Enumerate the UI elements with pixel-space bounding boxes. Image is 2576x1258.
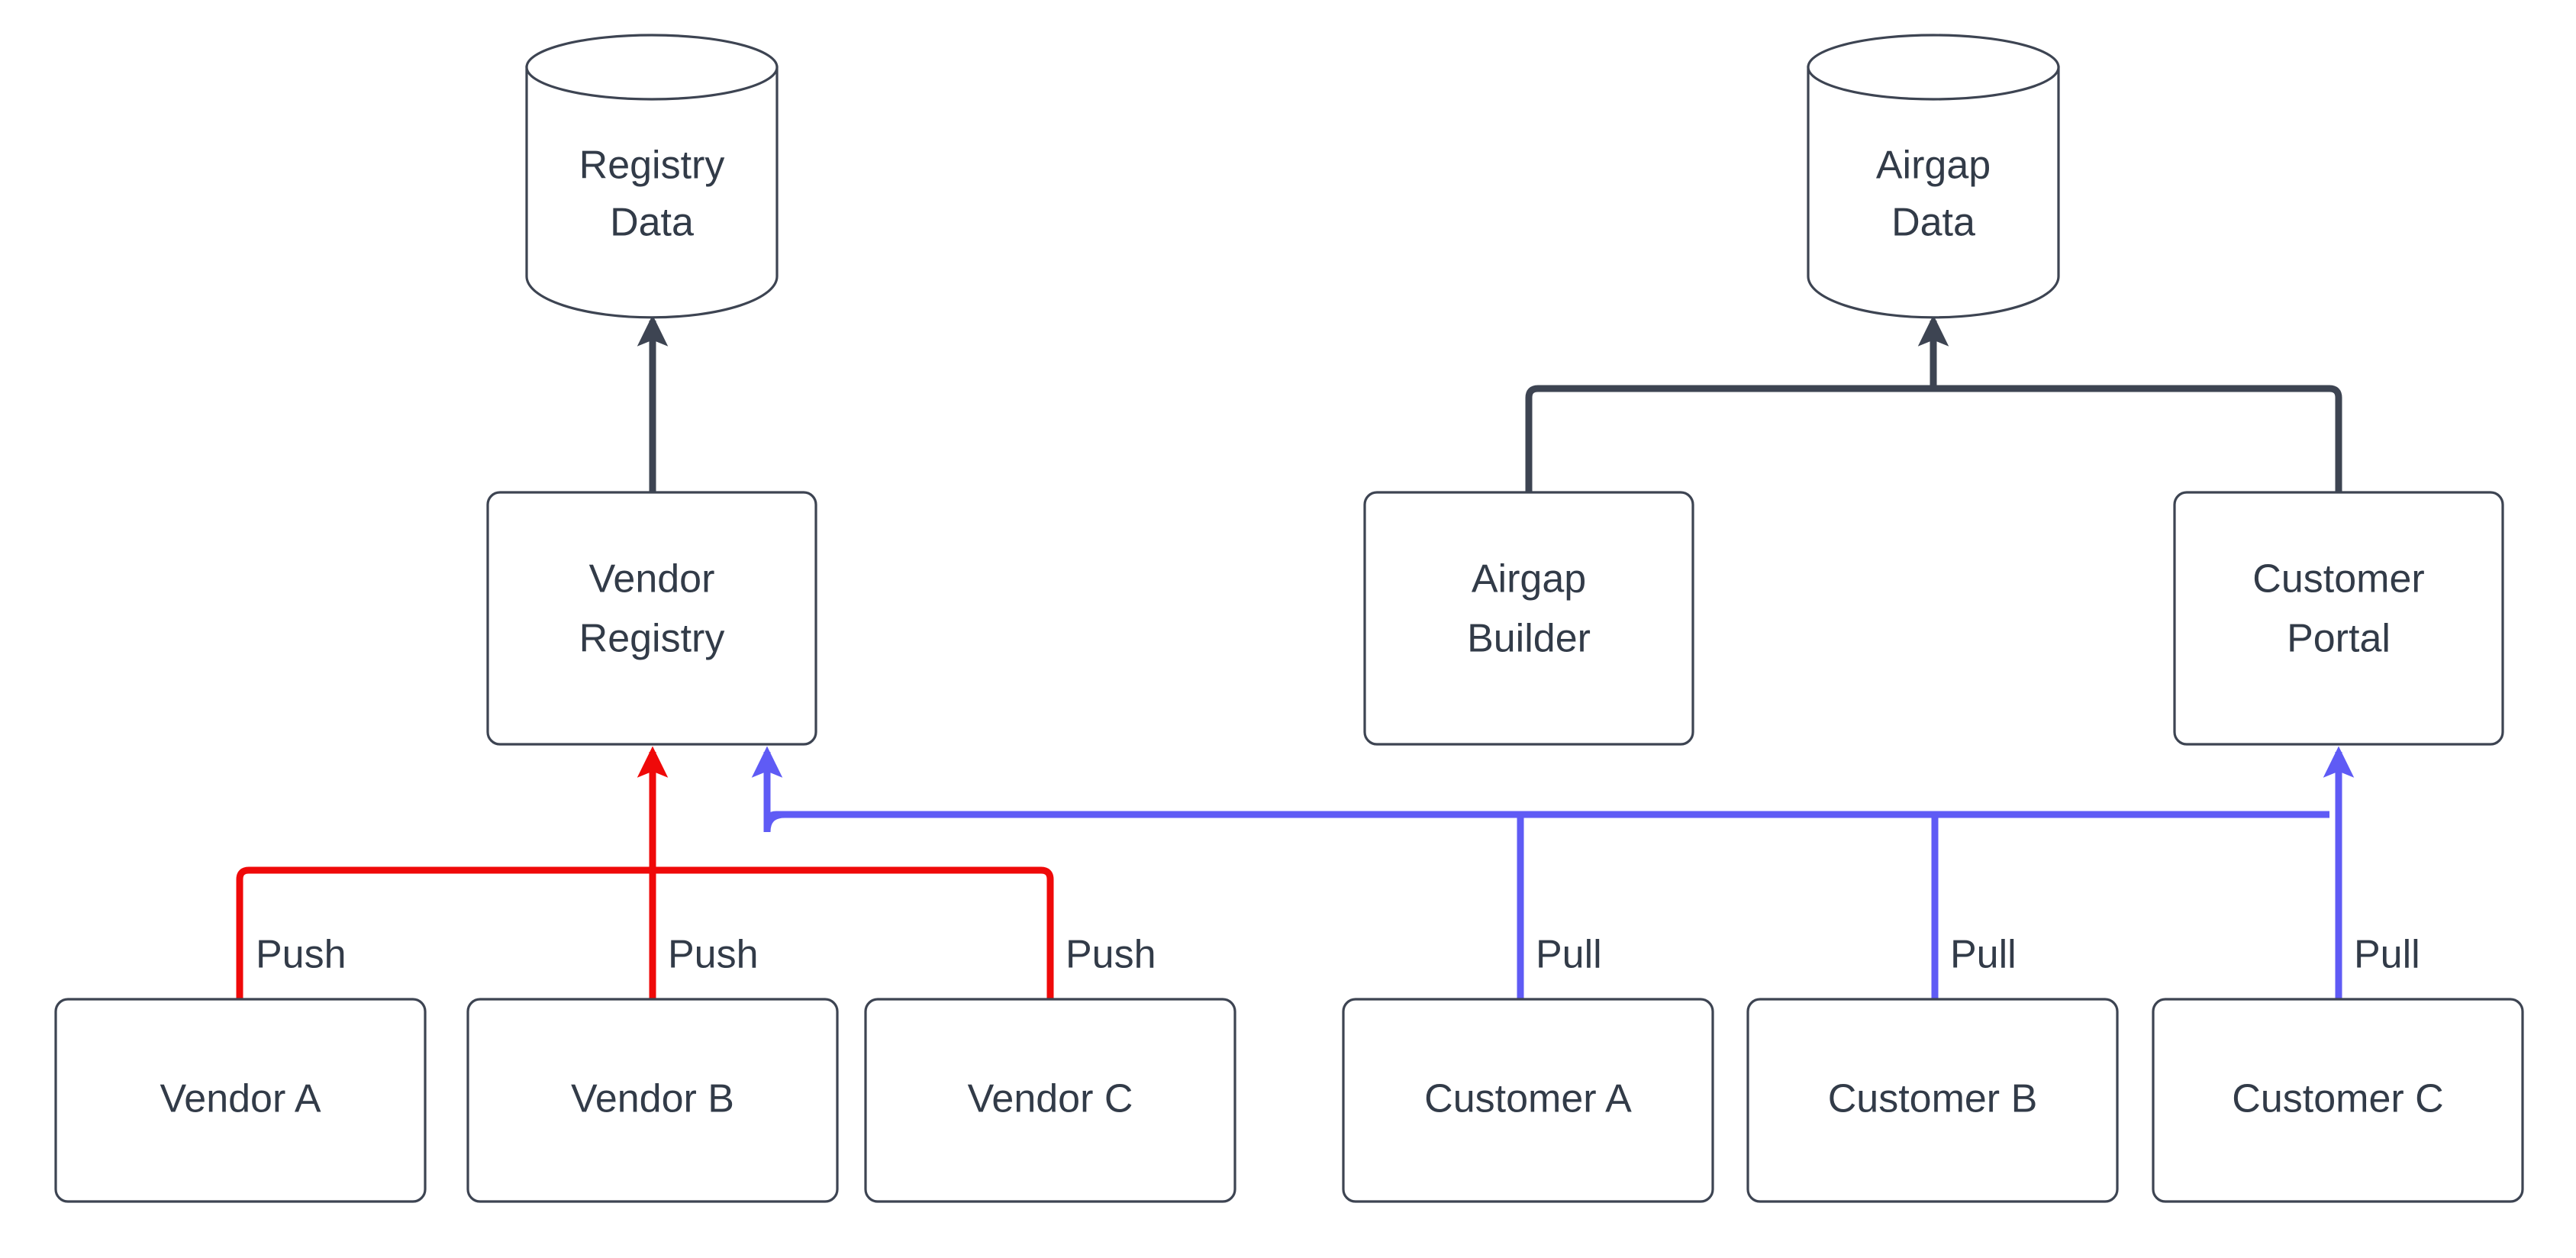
edge-label-pull-customer-a: Pull <box>1536 933 1602 977</box>
vendor-registry-box <box>486 491 817 746</box>
customer-portal-label-line2: Portal <box>2287 617 2391 661</box>
vendor-c-box <box>864 998 1236 1203</box>
customer-a-box <box>1342 998 1714 1203</box>
registry-data-cylinder-body <box>525 66 779 319</box>
edge-builder-portal-bus <box>1525 385 2342 492</box>
airgap-builder-label-line2: Builder <box>1467 617 1591 661</box>
edge-label-push-vendor-b: Push <box>668 933 759 977</box>
registry-data-label-line2: Data <box>610 201 694 245</box>
actor-customer-b[interactable]: Customer B <box>1746 998 2119 1203</box>
customer-a-label: Customer A <box>1424 1077 1632 1121</box>
edge-label-pull-customer-c: Pull <box>2354 933 2420 977</box>
actor-customer-c[interactable]: Customer C <box>2152 998 2524 1203</box>
vendor-a-box <box>54 998 427 1203</box>
airgap-builder-label-line1: Airgap <box>1472 557 1586 602</box>
actor-vendor-b[interactable]: Vendor B <box>466 998 839 1203</box>
customer-portal-box <box>2173 491 2504 746</box>
actor-vendor-c[interactable]: Vendor C <box>864 998 1236 1203</box>
airgap-data-cylinder-body <box>1807 66 2060 319</box>
edge-label-push-vendor-c: Push <box>1066 933 1156 977</box>
service-customer-portal[interactable]: Customer Portal <box>2173 491 2504 746</box>
vendor-registry-label-line1: Vendor <box>589 557 715 602</box>
datastore-airgap-data[interactable]: Airgap Data <box>1807 34 2060 319</box>
vendor-a-label: Vendor A <box>160 1077 321 1121</box>
customer-c-label: Customer C <box>2232 1077 2443 1121</box>
edge-label-pull-customer-b: Pull <box>1950 933 2017 977</box>
customer-b-box <box>1746 998 2119 1203</box>
airgap-data-label-line1: Airgap <box>1876 144 1991 188</box>
service-airgap-builder[interactable]: Airgap Builder <box>1363 491 1694 746</box>
customer-portal-label-line1: Customer <box>2252 557 2424 602</box>
actor-vendor-a[interactable]: Vendor A <box>54 998 427 1203</box>
registry-data-label-line1: Registry <box>579 144 725 188</box>
vendor-b-label: Vendor B <box>571 1077 734 1121</box>
vendor-registry-label-line2: Registry <box>579 617 725 661</box>
airgap-data-label-line2: Data <box>1891 201 1975 245</box>
edge-pull-bus-horizontal <box>763 811 2329 833</box>
vendor-b-box <box>466 998 839 1203</box>
vendor-c-label: Vendor C <box>968 1077 1133 1121</box>
datastore-registry-data[interactable]: Registry Data <box>525 34 779 319</box>
customer-c-box <box>2152 998 2524 1203</box>
airgap-builder-box <box>1363 491 1694 746</box>
edge-label-push-vendor-a: Push <box>256 933 347 977</box>
edge-push-bus <box>236 866 1054 999</box>
actor-customer-a[interactable]: Customer A <box>1342 998 1714 1203</box>
customer-b-label: Customer B <box>1828 1077 2038 1121</box>
service-vendor-registry[interactable]: Vendor Registry <box>486 491 817 746</box>
airgap-data-cylinder-top <box>1807 34 2060 101</box>
registry-data-cylinder-top <box>525 34 779 101</box>
